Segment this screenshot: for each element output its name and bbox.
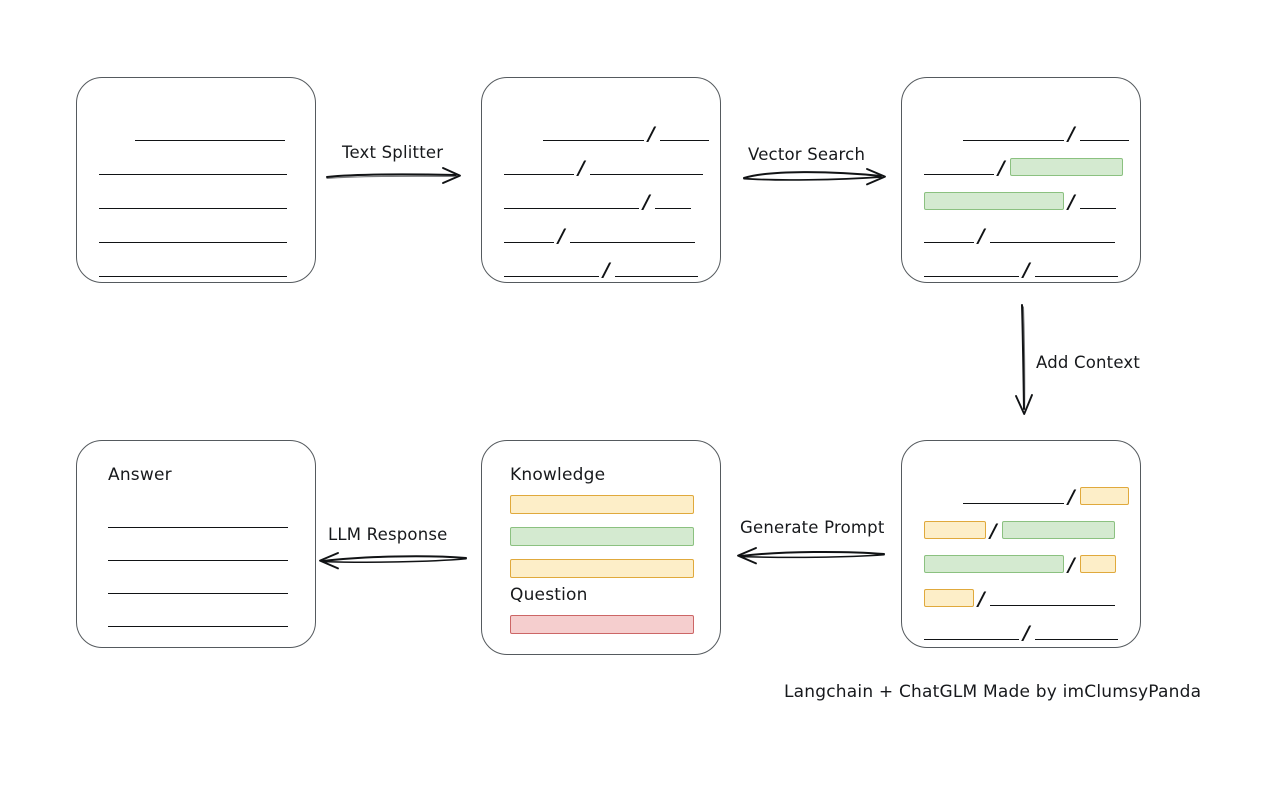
node-source-document[interactable] <box>76 77 316 283</box>
text-rule <box>504 276 599 277</box>
edge-arrow-vector-search <box>743 168 886 186</box>
text-rule <box>1035 276 1118 277</box>
text-rule <box>963 140 1064 141</box>
slash-separator: / <box>1023 622 1030 644</box>
text-rule <box>504 242 554 243</box>
slash-separator: / <box>998 157 1005 179</box>
slash-separator: / <box>978 225 985 247</box>
node-vector-matches[interactable]: / / / / / <box>901 77 1141 283</box>
question-label: Question <box>510 585 588 605</box>
text-rule <box>655 208 691 209</box>
highlight-chip-green <box>924 555 1064 573</box>
node-prompt[interactable]: Knowledge Question <box>481 440 721 655</box>
text-rule <box>990 242 1115 243</box>
knowledge-bars <box>482 441 720 654</box>
text-rule <box>990 605 1115 606</box>
text-rule <box>1080 208 1116 209</box>
text-rule <box>1080 140 1129 141</box>
text-rule <box>924 174 994 175</box>
text-rule <box>99 242 287 243</box>
edge-arrow-add-context <box>1015 304 1033 415</box>
highlight-chip-green <box>924 192 1064 210</box>
edge-label-add-context: Add Context <box>1036 353 1141 372</box>
prompt-bar-green <box>510 527 694 546</box>
slash-separator: / <box>1068 191 1075 213</box>
node-body-context-chunks: / / / / / <box>902 441 1140 647</box>
highlight-chip-yellow <box>1080 555 1116 573</box>
text-rule <box>135 140 285 141</box>
edge-arrow-llm-response <box>319 552 467 570</box>
highlight-chip-green <box>1010 158 1123 176</box>
text-rule <box>924 639 1019 640</box>
prompt-bar-red <box>510 615 694 634</box>
text-rule <box>99 174 287 175</box>
text-rule <box>924 276 1019 277</box>
node-body-answer <box>77 441 315 647</box>
knowledge-label: Knowledge <box>510 465 606 485</box>
slash-separator: / <box>1068 123 1075 145</box>
edge-label-llm-response: LLM Response <box>328 525 448 544</box>
edge-label-text-splitter: Text Splitter <box>342 143 444 162</box>
node-split-chunks[interactable]: / / / / / <box>481 77 721 283</box>
text-rule <box>590 174 703 175</box>
text-rule <box>108 626 288 627</box>
highlight-chip-yellow <box>924 521 986 539</box>
highlight-chip-green <box>1002 521 1115 539</box>
slash-separator: / <box>990 520 997 542</box>
slash-separator: / <box>648 123 655 145</box>
text-rule <box>660 140 709 141</box>
text-rule <box>924 242 974 243</box>
text-rule <box>108 527 288 528</box>
slash-separator: / <box>1068 554 1075 576</box>
edge-arrow-generate-prompt <box>737 547 885 565</box>
node-body-vector-matches: / / / / / <box>902 78 1140 282</box>
text-rule <box>99 208 287 209</box>
answer-label: Answer <box>108 465 172 485</box>
text-rule <box>504 174 574 175</box>
slash-separator: / <box>978 588 985 610</box>
highlight-chip-yellow <box>924 589 974 607</box>
text-rule <box>615 276 698 277</box>
slash-separator: / <box>578 157 585 179</box>
slash-separator: / <box>558 225 565 247</box>
text-rule <box>1035 639 1118 640</box>
node-context-chunks[interactable]: / / / / / <box>901 440 1141 648</box>
text-rule <box>108 593 288 594</box>
node-body-source-document <box>77 78 315 282</box>
question-bars <box>482 441 720 654</box>
slash-separator: / <box>1023 259 1030 281</box>
text-rule <box>504 208 639 209</box>
prompt-bar-yellow <box>510 559 694 578</box>
text-rule <box>543 140 644 141</box>
edge-arrow-text-splitter <box>326 167 461 184</box>
edge-label-vector-search: Vector Search <box>748 145 866 164</box>
node-body-split-chunks: / / / / / <box>482 78 720 282</box>
slash-separator: / <box>1068 486 1075 508</box>
text-rule <box>108 560 288 561</box>
slash-separator: / <box>643 191 650 213</box>
diagram-caption: Langchain + ChatGLM Made by imClumsyPand… <box>784 682 1202 702</box>
slash-separator: / <box>603 259 610 281</box>
highlight-chip-yellow <box>1080 487 1129 505</box>
text-rule <box>963 503 1064 504</box>
edge-label-generate-prompt: Generate Prompt <box>740 518 885 537</box>
prompt-bar-yellow <box>510 495 694 514</box>
text-rule <box>570 242 695 243</box>
node-answer[interactable]: Answer <box>76 440 316 648</box>
text-rule <box>99 276 287 277</box>
